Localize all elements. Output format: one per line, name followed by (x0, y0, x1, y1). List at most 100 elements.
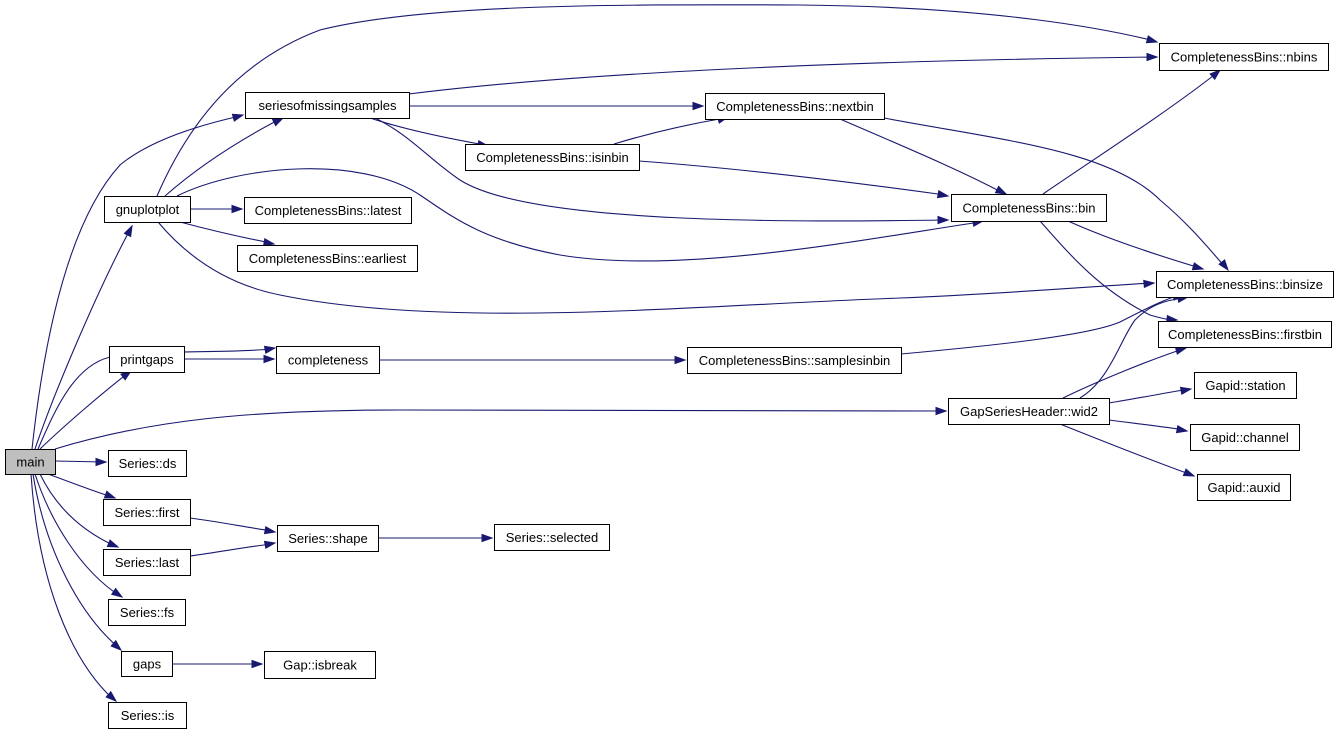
edge-gsh_wid2-to-gapid_station (1108, 386, 1193, 404)
node-label: gaps (133, 657, 162, 672)
node-label: Series::fs (120, 605, 175, 620)
node-cb-firstbin[interactable]: CompletenessBins::firstbin (1158, 321, 1332, 348)
node-gaps[interactable]: gaps (121, 651, 173, 677)
arrow-head-icon (936, 189, 950, 199)
node-series-last[interactable]: Series::last (103, 549, 191, 576)
arrow-head-icon (123, 224, 133, 238)
edge-completeness-to-cb_samplesinbin (379, 355, 687, 365)
node-cb-earliest[interactable]: CompletenessBins::earliest (237, 245, 418, 272)
node-box (103, 549, 191, 576)
edge-line (30, 473, 115, 701)
edge-line (638, 160, 946, 196)
node-box (687, 347, 902, 374)
node-label: Series::first (114, 505, 179, 520)
node-box (108, 702, 187, 729)
edge-main-to-series_ds (54, 457, 108, 467)
node-cb-latest[interactable]: CompletenessBins::latest (244, 197, 412, 224)
node-box (108, 599, 186, 626)
node-label: CompletenessBins::isinbin (476, 150, 628, 165)
node-box (109, 346, 185, 373)
node-label: GapSeriesHeader::wid2 (960, 404, 1098, 419)
node-box (1156, 271, 1334, 298)
node-label: main (16, 455, 44, 470)
arrow-head-icon (263, 540, 277, 550)
edge-line (369, 117, 486, 146)
node-label: Gapid::channel (1201, 430, 1289, 445)
edge-main-to-series_last (39, 473, 120, 548)
edge-gnuplotplot-to-cb_latest (190, 204, 244, 214)
edge-main-to-printgaps (39, 370, 133, 450)
edge-line (900, 294, 1181, 355)
node-box (121, 651, 173, 677)
edge-gsh_wid2-to-gapid_auxid (1059, 423, 1196, 477)
edge-line (34, 473, 121, 597)
node-seriesofmissingsamples[interactable]: seriesofmissingsamples (245, 92, 410, 119)
arrow-head-icon (692, 101, 705, 111)
node-series-shape[interactable]: Series::shape (277, 525, 379, 552)
node-label: Series::shape (288, 531, 368, 546)
node-cb-nbins[interactable]: CompletenessBins::nbins (1159, 43, 1329, 71)
edge-line (54, 409, 945, 450)
node-gapid-auxid[interactable]: Gapid::auxid (1197, 474, 1291, 501)
arrow-head-icon (1143, 279, 1156, 289)
node-printgaps[interactable]: printgaps (109, 346, 185, 373)
edge-series_first-to-series_shape (189, 517, 277, 535)
edge-line (47, 473, 113, 498)
edge-main-to-series_fs (34, 473, 124, 598)
node-label: CompletenessBins::earliest (249, 251, 407, 266)
node-series-is[interactable]: Series::is (108, 702, 187, 729)
edge-line (883, 117, 1227, 269)
edge-cb_nextbin-to-cb_binsize (883, 117, 1229, 272)
node-completeness[interactable]: completeness (276, 346, 380, 374)
nodes-layer: maingnuplotplotseriesofmissingsamplesCom… (5, 43, 1334, 729)
edge-cb_bin-to-cb_nbins (1042, 69, 1222, 195)
arrow-head-icon (110, 639, 123, 651)
arrow-head-icon (231, 204, 244, 214)
edge-gnuplotplot-to-seriesofmissingsamples (164, 117, 285, 197)
node-label: printgaps (120, 352, 174, 367)
arrow-head-icon (95, 457, 108, 467)
arrow-head-icon (105, 690, 118, 702)
node-series-ds[interactable]: Series::ds (108, 450, 187, 477)
node-box (465, 144, 640, 171)
arrow-head-icon (1209, 69, 1222, 81)
node-gapid-station[interactable]: Gapid::station (1194, 372, 1297, 399)
node-box (1159, 43, 1329, 71)
edge-line (1079, 297, 1186, 399)
node-gnuplotplot[interactable]: gnuplotplot (104, 196, 191, 223)
edge-cb_bin-to-cb_binsize (1067, 220, 1205, 271)
arrow-head-icon (263, 525, 277, 535)
arrow-head-icon (103, 490, 117, 499)
node-cb-nextbin[interactable]: CompletenessBins::nextbin (705, 93, 885, 120)
node-label: Gap::isbreak (283, 658, 357, 673)
node-series-first[interactable]: Series::first (103, 499, 191, 526)
arrow-head-icon (1175, 424, 1189, 434)
node-main[interactable]: main (5, 449, 56, 475)
node-label: CompletenessBins::samplesinbin (699, 353, 890, 368)
node-gapid-channel[interactable]: Gapid::channel (1190, 424, 1300, 451)
node-series-selected[interactable]: Series::selected (494, 524, 610, 551)
node-gsh-wid2[interactable]: GapSeriesHeader::wid2 (948, 398, 1110, 425)
node-cb-samplesinbin[interactable]: CompletenessBins::samplesinbin (687, 347, 902, 374)
node-box (264, 651, 376, 679)
edge-main-to-series_is (30, 473, 118, 702)
node-box (103, 499, 191, 526)
node-box (1194, 372, 1297, 399)
node-gap-isbreak[interactable]: Gap::isbreak (264, 651, 376, 679)
node-cb-isinbin[interactable]: CompletenessBins::isinbin (465, 144, 640, 171)
arrow-head-icon (994, 185, 1008, 195)
node-box (237, 245, 418, 272)
node-label: CompletenessBins::firstbin (1168, 327, 1322, 342)
node-series-fs[interactable]: Series::fs (108, 599, 186, 626)
edge-line (1108, 388, 1190, 404)
arrow-head-icon (1218, 259, 1229, 272)
arrow-head-icon (1145, 35, 1159, 44)
arrow-head-icon (1179, 386, 1193, 396)
node-cb-bin[interactable]: CompletenessBins::bin (951, 194, 1107, 222)
node-cb-binsize[interactable]: CompletenessBins::binsize (1156, 271, 1334, 298)
edge-series_last-to-series_shape (189, 540, 277, 557)
node-label: CompletenessBins::nbins (1171, 50, 1318, 65)
arrow-head-icon (262, 237, 276, 247)
edge-gsh_wid2-to-cb_firstbin (1062, 346, 1188, 399)
